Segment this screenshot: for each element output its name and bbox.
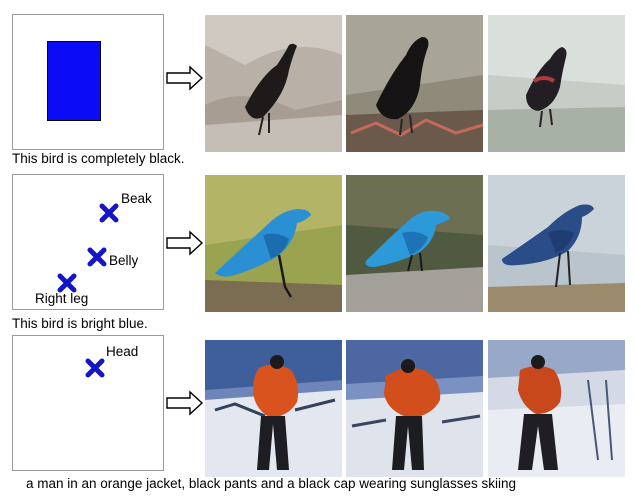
generated-image (346, 340, 483, 477)
keypoint-label: Head (106, 344, 139, 359)
right-arrow-icon (166, 65, 204, 91)
generated-image (205, 340, 342, 477)
generated-image (488, 15, 625, 152)
generated-image (205, 175, 342, 312)
x-marker-icon (85, 358, 105, 378)
generated-image (488, 340, 625, 477)
generated-image (346, 175, 483, 312)
generated-image (205, 15, 342, 152)
caption: This bird is completely black. (12, 151, 185, 166)
bbox-condition-panel (12, 14, 164, 150)
keypoint-condition-panel: Beak Belly Right leg (12, 174, 164, 310)
x-marker-icon (57, 273, 77, 293)
x-marker-icon (99, 203, 119, 223)
keypoint-label: Right leg (35, 291, 89, 306)
bounding-box (47, 41, 101, 121)
caption: a man in an orange jacket, black pants a… (26, 476, 517, 491)
row-skier: Head (0, 335, 636, 498)
right-arrow-icon (166, 390, 204, 416)
generated-image (488, 175, 625, 312)
keypoint-label: Belly (109, 253, 139, 268)
row-black-bird: This bird is completely black. (0, 0, 636, 170)
x-marker-icon (87, 247, 107, 267)
caption: This bird is bright blue. (12, 316, 148, 331)
keypoint-condition-panel: Head (12, 335, 164, 471)
row-blue-bird: Beak Belly Right leg (0, 170, 636, 335)
keypoint-label: Beak (121, 191, 152, 206)
right-arrow-icon (166, 230, 204, 256)
generated-image (346, 15, 483, 152)
